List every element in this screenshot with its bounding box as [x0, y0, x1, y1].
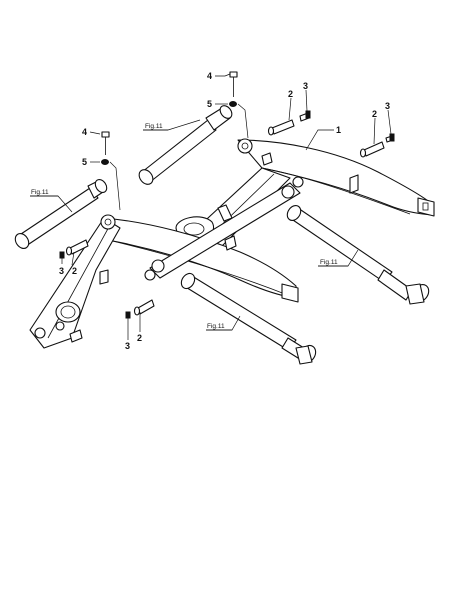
fig-ref-right: Fig.11 [320, 259, 338, 266]
callout-3: 3 [385, 101, 390, 111]
fig-ref-top: Fig.11 [145, 123, 163, 130]
callout-3: 3 [303, 81, 308, 91]
callouts: 1 2 3 2 3 4 5 4 5 2 3 2 3 [59, 71, 390, 351]
washer-left-5 [101, 159, 109, 165]
pin-bottom [125, 299, 155, 319]
washer-top-5 [229, 101, 237, 107]
cylinder-left [14, 179, 108, 249]
callout-5: 5 [82, 157, 87, 167]
callout-2: 2 [137, 333, 142, 343]
fig-ref-bottom: Fig.11 [207, 323, 225, 330]
callout-2: 2 [72, 266, 77, 276]
callout-3: 3 [59, 266, 64, 276]
pin-rear-b [359, 141, 385, 158]
fig-ref-left: Fig.11 [31, 189, 49, 196]
callout-1: 1 [336, 125, 341, 135]
cylinder-bottom [180, 272, 317, 365]
fig-references: Fig.11 Fig.11 Fig.11 Fig.11 [30, 123, 348, 331]
cylinder-right [286, 205, 430, 305]
callout-4: 4 [82, 127, 87, 137]
callout-5: 5 [207, 99, 212, 109]
cylinder-top [138, 105, 233, 185]
loader-frame [29, 138, 435, 349]
callout-2: 2 [288, 89, 293, 99]
bolt-left-4 [101, 131, 110, 155]
callout-4: 4 [207, 71, 212, 81]
pin-rear-a [267, 119, 295, 136]
callout-3: 3 [125, 341, 130, 351]
bolt-rear-a [299, 110, 311, 122]
bolt-rear-b [385, 133, 395, 143]
bolt-top-4 [229, 71, 238, 97]
pin-left [59, 239, 89, 259]
callout-2: 2 [372, 109, 377, 119]
